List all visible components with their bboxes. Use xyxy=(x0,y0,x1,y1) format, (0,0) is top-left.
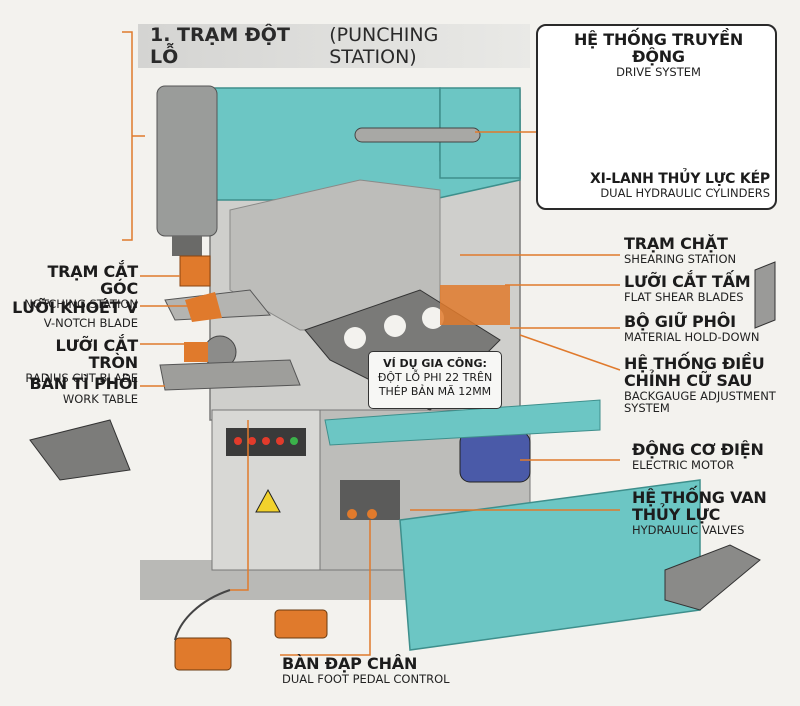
notching-label: TRẠM CẮT GÓC xyxy=(47,262,138,298)
radius-orange xyxy=(184,342,208,362)
motor-label: ĐỘNG CƠ ĐIỆN xyxy=(632,440,764,459)
pedal-1 xyxy=(274,609,328,639)
worktable-label: BÀN TÌ PHÔI xyxy=(29,374,139,393)
drive-system-panel xyxy=(536,24,777,210)
leader-lines xyxy=(122,31,621,656)
punch-tool xyxy=(172,236,202,256)
top-cylinder xyxy=(354,127,481,143)
flatshear-en: FLAT SHEAR BLADES xyxy=(624,289,744,304)
backgauge-label-2: CHỈNH CỮ SAU xyxy=(624,370,753,390)
pedal-2 xyxy=(174,637,232,671)
plate-sample xyxy=(29,419,131,481)
notch-orange xyxy=(185,292,222,322)
shearing-en: SHEARING STATION xyxy=(624,251,737,266)
warning-sign xyxy=(255,488,281,513)
pedal-label: BÀN ĐẠP CHÂN xyxy=(282,654,418,673)
drive-system-label: HỆ THỐNG TRUYỀN ĐỘNG xyxy=(573,30,744,66)
example-line-2: THÉP BẢN MÃ 12MM xyxy=(378,385,492,398)
vnotch-label: LƯỠI KHOÉT V xyxy=(12,298,138,317)
shearing-label: TRẠM CHẶT xyxy=(624,234,728,253)
punch-die xyxy=(179,255,211,287)
motor-en: ELECTRIC MOTOR xyxy=(632,457,735,472)
punch-column xyxy=(156,85,218,237)
radius-en: RADIUS CUT BLADE xyxy=(25,370,138,385)
example-callout: VÍ DỤ GIA CÔNG: ĐỘT LỖ PHI 22 TRÊN THÉP … xyxy=(368,351,502,409)
bracket-sample xyxy=(754,261,776,329)
work-table xyxy=(159,359,301,391)
radius-label: LƯỠI CẮT TRÒN xyxy=(55,336,138,372)
title-number: 1. TRẠM ĐỘT LỖ xyxy=(150,24,290,68)
backgauge-en-2: SYSTEM xyxy=(624,400,670,415)
worktable-en: WORK TABLE xyxy=(62,391,138,406)
title-english: (PUNCHING STATION) xyxy=(329,24,439,68)
valves-en: HYDRAULIC VALVES xyxy=(632,522,745,537)
electric-motor xyxy=(459,431,531,483)
vnotch-en: V-NOTCH BLADE xyxy=(43,315,138,330)
cylinder-label: XI-LANH THỦY LỰC KÉP xyxy=(590,171,770,187)
backgauge-en-1: BACKGAUGE ADJUSTMENT xyxy=(624,388,776,403)
angle-sample xyxy=(664,544,761,611)
holddown-label: BỘ GIỮ PHÔI xyxy=(624,312,736,331)
notching-en: NOTCHING STATION xyxy=(24,296,138,311)
holddown-en: MATERIAL HOLD-DOWN xyxy=(624,329,760,344)
backgauge-table xyxy=(324,399,601,446)
cylinder-en: DUAL HYDRAULIC CYLINDERS xyxy=(600,185,770,200)
valves-label-1: HỆ THỐNG VAN xyxy=(632,488,767,507)
shear-blades xyxy=(440,285,510,325)
example-title: VÍ DỤ GIA CÔNG: xyxy=(383,357,487,370)
valves-label-2: THỦY LỰC xyxy=(632,504,721,524)
pedal-en: DUAL FOOT PEDAL CONTROL xyxy=(282,671,450,686)
page-title: 1. TRẠM ĐỘT LỖ (PUNCHING STATION) xyxy=(138,24,530,68)
drive-system-en: DRIVE SYSTEM xyxy=(616,64,701,79)
example-line-1: ĐỘT LỖ PHI 22 TRÊN xyxy=(377,371,493,384)
flatshear-label: LƯỠI CẮT TẤM xyxy=(624,272,751,291)
backgauge-label-1: HỆ THỐNG ĐIỀU xyxy=(624,354,765,373)
